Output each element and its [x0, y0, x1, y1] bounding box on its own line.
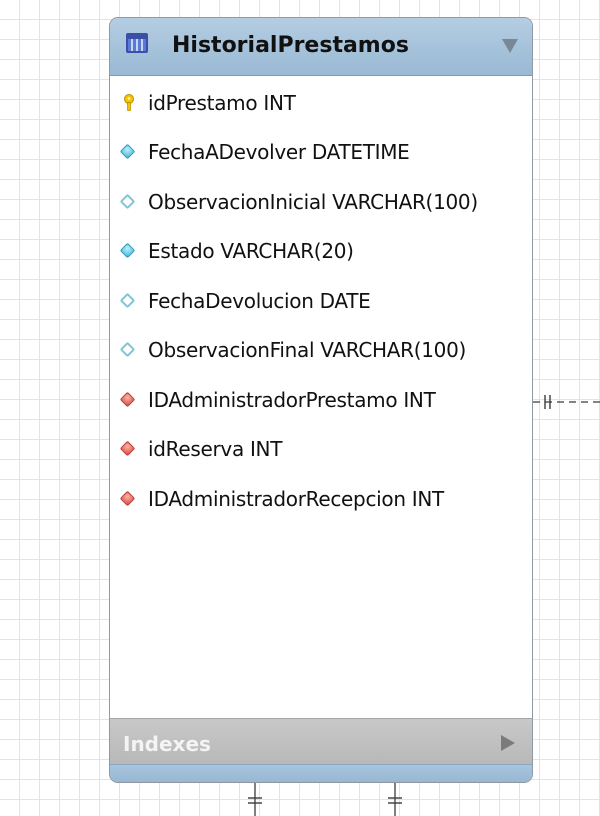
table-footer — [110, 764, 532, 782]
relationship-connector-bottom-right[interactable] — [385, 783, 405, 816]
table-icon — [126, 33, 148, 53]
primary-key-icon — [123, 94, 135, 111]
relationship-connector-bottom-left[interactable] — [245, 783, 265, 816]
column-row-idadministradorprestamo[interactable]: IDAdministradorPrestamo INT — [110, 384, 532, 416]
column-label: ObservacionFinal VARCHAR(100) — [148, 338, 467, 362]
column-label: idReserva INT — [148, 437, 283, 461]
nullable-column-icon — [119, 341, 136, 358]
er-table-historialprestamos[interactable]: HistorialPrestamos idPrestamo INT FechaA… — [109, 17, 533, 783]
column-row-fechaadevolver[interactable]: FechaADevolver DATETIME — [110, 136, 532, 168]
column-row-observacionfinal[interactable]: ObservacionFinal VARCHAR(100) — [110, 334, 532, 366]
column-row-fechadevolucion[interactable]: FechaDevolucion DATE — [110, 285, 532, 317]
not-null-column-icon — [119, 242, 136, 259]
column-row-idadministradorrecepcion[interactable]: IDAdministradorRecepcion INT — [110, 483, 532, 515]
not-null-column-icon — [119, 143, 136, 160]
column-label: ObservacionInicial VARCHAR(100) — [148, 190, 478, 214]
column-label: Estado VARCHAR(20) — [148, 239, 354, 263]
collapse-arrow-icon[interactable] — [502, 39, 518, 53]
nullable-column-icon — [119, 292, 136, 309]
column-label: idPrestamo INT — [148, 91, 296, 115]
relationship-connector-right[interactable] — [533, 392, 600, 412]
table-header[interactable]: HistorialPrestamos — [110, 18, 532, 76]
column-label: IDAdministradorRecepcion INT — [148, 487, 444, 511]
column-label: IDAdministradorPrestamo INT — [148, 388, 436, 412]
expand-arrow-icon[interactable] — [501, 735, 515, 751]
column-label: FechaADevolver DATETIME — [148, 140, 410, 164]
foreign-key-icon — [119, 440, 136, 457]
column-row-idreserva[interactable]: idReserva INT — [110, 433, 532, 465]
column-row-idprestamo[interactable]: idPrestamo INT — [110, 87, 532, 119]
table-title: HistorialPrestamos — [172, 33, 409, 58]
nullable-column-icon — [119, 193, 136, 210]
column-row-estado[interactable]: Estado VARCHAR(20) — [110, 235, 532, 267]
indexes-section[interactable]: Indexes — [110, 718, 532, 768]
column-label: FechaDevolucion DATE — [148, 289, 371, 313]
column-row-observacioninicial[interactable]: ObservacionInicial VARCHAR(100) — [110, 186, 532, 218]
foreign-key-icon — [119, 490, 136, 507]
indexes-label: Indexes — [123, 732, 211, 756]
foreign-key-icon — [119, 391, 136, 408]
